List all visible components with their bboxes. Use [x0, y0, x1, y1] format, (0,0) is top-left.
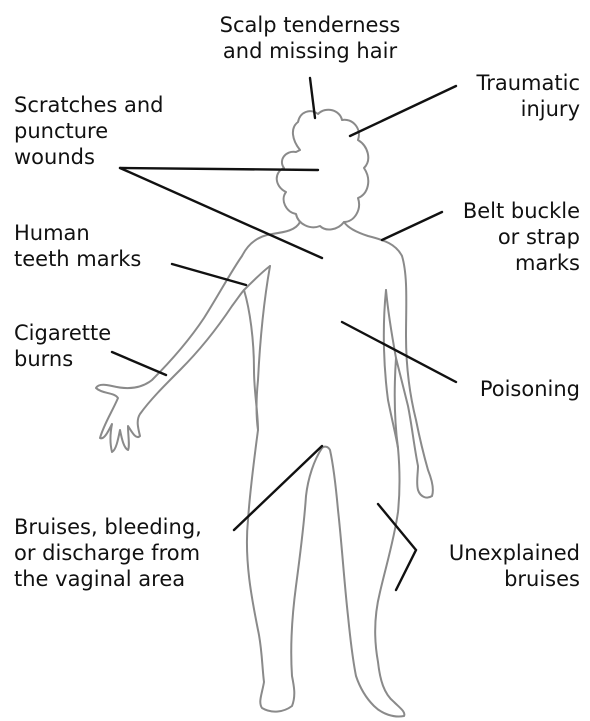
right-body-outline	[322, 222, 433, 717]
traumatic-line-2: injury	[440, 96, 580, 122]
scratches-line-2: puncture	[14, 118, 214, 144]
scalp-line-1: Scalp tenderness	[195, 12, 425, 38]
label-scratches: Scratches and puncture wounds	[14, 92, 214, 170]
unexplained-line-1: Unexplained	[425, 540, 580, 566]
label-vaginal-area: Bruises, bleeding, or discharge from the…	[14, 514, 244, 592]
vaginal-line-1: Bruises, bleeding,	[14, 514, 244, 540]
scalp-line-2: and missing hair	[195, 38, 425, 64]
traumatic-line-1: Traumatic	[440, 70, 580, 96]
label-cigarette-burns: Cigarette burns	[14, 320, 154, 372]
vaginal-leader	[234, 446, 322, 530]
label-traumatic-injury: Traumatic injury	[440, 70, 580, 122]
teeth-line-2: teeth marks	[14, 246, 184, 272]
label-scalp-tenderness: Scalp tenderness and missing hair	[195, 12, 425, 64]
label-poisoning: Poisoning	[440, 376, 580, 402]
left-body-outline	[96, 222, 322, 712]
poisoning-line-1: Poisoning	[440, 376, 580, 402]
scratches-line-3: wounds	[14, 144, 214, 170]
label-belt-buckle: Belt buckle or strap marks	[430, 198, 580, 276]
vaginal-line-2: or discharge from	[14, 540, 244, 566]
cigarette-line-1: Cigarette	[14, 320, 154, 346]
belt-line-2: or strap	[430, 224, 580, 250]
left-waist	[257, 266, 271, 430]
label-teeth-marks: Human teeth marks	[14, 220, 184, 272]
scratches-line-1: Scratches and	[14, 92, 214, 118]
label-unexplained-bruises: Unexplained bruises	[425, 540, 580, 592]
body-outline	[96, 110, 433, 717]
teeth-line-1: Human	[14, 220, 184, 246]
cigarette-line-2: burns	[14, 346, 154, 372]
vaginal-line-3: the vaginal area	[14, 566, 244, 592]
belt-line-1: Belt buckle	[430, 198, 580, 224]
belt-line-3: marks	[430, 250, 580, 276]
unexplained-line-2: bruises	[425, 566, 580, 592]
